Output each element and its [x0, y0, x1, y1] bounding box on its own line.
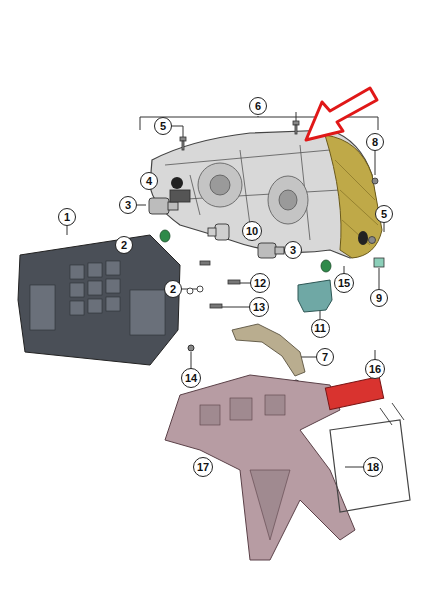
callout-number: 2 [170, 284, 176, 295]
callout-circle: 3 [119, 196, 137, 214]
callout-number: 12 [254, 278, 266, 289]
callout-circle: 17 [193, 457, 213, 477]
callout-circle: 8 [366, 133, 384, 151]
bracket-1 [18, 235, 180, 365]
callout-circle: 18 [363, 457, 383, 477]
callout-number: 3 [290, 245, 296, 256]
callout-circle: 2 [115, 236, 133, 254]
callout-circle: 13 [249, 297, 269, 317]
callout-circle: 16 [365, 359, 385, 379]
callout-number: 13 [253, 302, 265, 313]
callout-circle: 5 [154, 117, 172, 135]
callout-number: 17 [197, 462, 209, 473]
callout-number: 18 [367, 462, 379, 473]
bracket-17 [165, 375, 355, 560]
callout-number: 9 [376, 293, 382, 304]
callout-number: 16 [369, 364, 381, 375]
bracket-7 [232, 324, 305, 376]
callout-circle: 1 [58, 208, 76, 226]
callout-circle: 10 [242, 221, 262, 241]
callout-circle: 12 [250, 273, 270, 293]
callout-circle: 9 [370, 289, 388, 307]
pointer-arrow [306, 88, 377, 140]
callout-number: 6 [255, 101, 261, 112]
callout-circle: 2 [164, 280, 182, 298]
callout-number: 8 [372, 137, 378, 148]
bracket-11 [298, 280, 332, 312]
callout-circle: 6 [249, 97, 267, 115]
callout-number: 10 [246, 226, 258, 237]
callout-circle: 11 [311, 319, 330, 338]
callout-number: 5 [160, 121, 166, 132]
callout-circle: 5 [375, 205, 393, 223]
callout-number: 7 [322, 352, 328, 363]
callout-number: 3 [125, 200, 131, 211]
callout-number: 14 [185, 373, 197, 384]
callout-number: 5 [381, 209, 387, 220]
callout-circle: 7 [316, 348, 334, 366]
callout-circle: 14 [181, 368, 201, 388]
callout-circle: 4 [140, 172, 158, 190]
callout-number: 15 [338, 278, 350, 289]
callout-number: 2 [121, 240, 127, 251]
callout-number: 4 [146, 176, 152, 187]
headlight-lens [325, 135, 382, 258]
plate-18 [330, 420, 410, 512]
reflector-16 [325, 377, 383, 410]
callout-number: 11 [314, 323, 326, 334]
callout-circle: 15 [334, 273, 354, 293]
callout-circle: 3 [284, 241, 302, 259]
callout-number: 1 [64, 212, 70, 223]
